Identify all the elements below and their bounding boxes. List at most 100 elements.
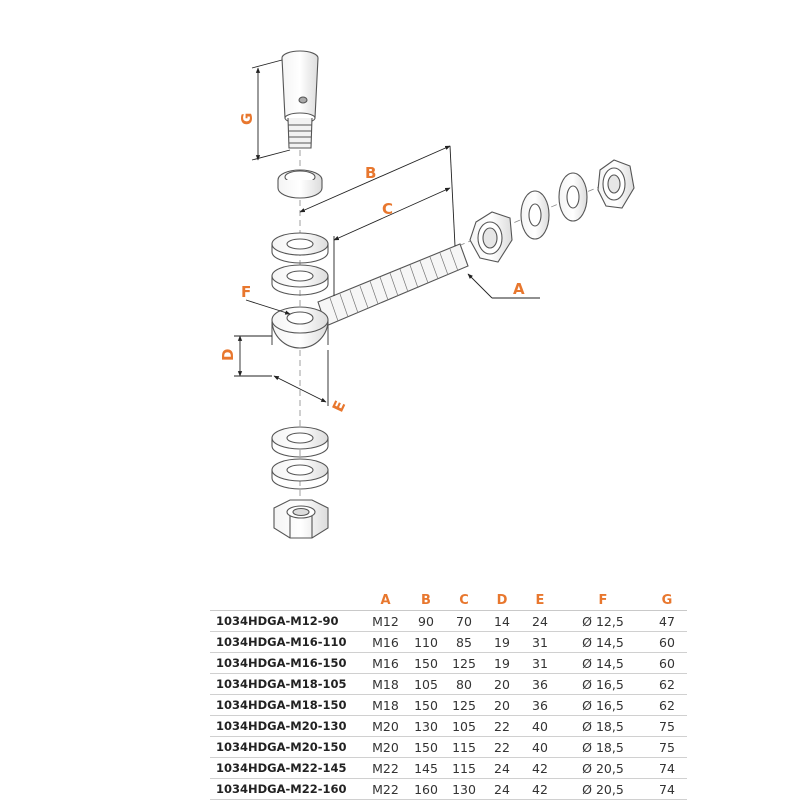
cell-code: 1034HDGA-M20-150: [210, 736, 364, 758]
right-cap-nut: [597, 159, 635, 209]
cell-D: 22: [483, 736, 521, 758]
header-code: [210, 590, 364, 611]
cell-D: 24: [483, 778, 521, 800]
cell-E: 42: [521, 757, 559, 779]
cell-B: 160: [407, 778, 445, 800]
cell-F: Ø 20,5: [559, 778, 647, 800]
cell-code: 1034HDGA-M12-90: [210, 610, 364, 632]
cell-D: 20: [483, 673, 521, 695]
cell-A: M18: [364, 673, 407, 695]
cell-B: 150: [407, 736, 445, 758]
cell-G: 47: [647, 610, 687, 632]
technical-drawing: G B C A F D E: [219, 50, 635, 540]
cell-D: 14: [483, 610, 521, 632]
cell-C: 115: [445, 736, 483, 758]
lower-washer-1: [271, 426, 329, 458]
cell-B: 150: [407, 694, 445, 716]
cell-F: Ø 20,5: [559, 757, 647, 779]
right-washer-1: [520, 190, 550, 240]
header-D: D: [483, 590, 521, 611]
cell-F: Ø 14,5: [559, 631, 647, 653]
cell-D: 24: [483, 757, 521, 779]
cell-code: 1034HDGA-M18-150: [210, 694, 364, 716]
cell-A: M16: [364, 652, 407, 674]
cell-G: 75: [647, 715, 687, 737]
cell-E: 36: [521, 694, 559, 716]
cell-A: M20: [364, 715, 407, 737]
upper-washer-1: [271, 232, 329, 264]
cell-B: 110: [407, 631, 445, 653]
threaded-rod: [317, 243, 469, 327]
cell-C: 80: [445, 673, 483, 695]
cell-G: 60: [647, 652, 687, 674]
cell-B: 90: [407, 610, 445, 632]
cell-A: M16: [364, 631, 407, 653]
cell-A: M12: [364, 610, 407, 632]
right-flange-nut: [469, 211, 513, 263]
label-A: A: [513, 280, 525, 298]
cell-code: 1034HDGA-M22-160: [210, 778, 364, 800]
label-C: C: [382, 200, 393, 218]
header-B: B: [407, 590, 445, 611]
cell-D: 22: [483, 715, 521, 737]
cell-G: 74: [647, 778, 687, 800]
header-F: F: [559, 590, 647, 611]
right-washer-2: [558, 172, 588, 222]
cell-C: 125: [445, 694, 483, 716]
label-G: G: [238, 113, 256, 125]
bottom-hex-nut: [273, 499, 329, 539]
cell-E: 31: [521, 631, 559, 653]
cell-C: 70: [445, 610, 483, 632]
cell-G: 74: [647, 757, 687, 779]
pin-part: [281, 50, 319, 149]
cell-C: 85: [445, 631, 483, 653]
cell-A: M20: [364, 736, 407, 758]
cell-B: 130: [407, 715, 445, 737]
cell-F: Ø 18,5: [559, 715, 647, 737]
cell-G: 62: [647, 673, 687, 695]
cell-D: 19: [483, 631, 521, 653]
cell-C: 115: [445, 757, 483, 779]
eye-ball: [271, 306, 329, 349]
cell-F: Ø 16,5: [559, 673, 647, 695]
header-E: E: [521, 590, 559, 611]
cell-E: 40: [521, 715, 559, 737]
header-C: C: [445, 590, 483, 611]
cell-B: 145: [407, 757, 445, 779]
cell-code: 1034HDGA-M16-150: [210, 652, 364, 674]
cell-A: M18: [364, 694, 407, 716]
cell-C: 105: [445, 715, 483, 737]
header-A: A: [364, 590, 407, 611]
cell-A: M22: [364, 778, 407, 800]
cell-code: 1034HDGA-M22-145: [210, 757, 364, 779]
cell-A: M22: [364, 757, 407, 779]
lower-washer-2: [271, 458, 329, 490]
cell-B: 150: [407, 652, 445, 674]
label-F: F: [241, 283, 251, 301]
cell-E: 42: [521, 778, 559, 800]
cell-code: 1034HDGA-M20-130: [210, 715, 364, 737]
cell-F: Ø 12,5: [559, 610, 647, 632]
cell-G: 62: [647, 694, 687, 716]
cell-E: 36: [521, 673, 559, 695]
cell-D: 20: [483, 694, 521, 716]
cell-E: 24: [521, 610, 559, 632]
cell-C: 130: [445, 778, 483, 800]
cell-G: 75: [647, 736, 687, 758]
table-header-row: A B C D E F G: [210, 590, 687, 611]
cell-F: Ø 14,5: [559, 652, 647, 674]
upper-washer-2: [271, 264, 329, 296]
cell-F: Ø 18,5: [559, 736, 647, 758]
label-D: D: [219, 349, 237, 361]
cell-B: 105: [407, 673, 445, 695]
cell-E: 40: [521, 736, 559, 758]
